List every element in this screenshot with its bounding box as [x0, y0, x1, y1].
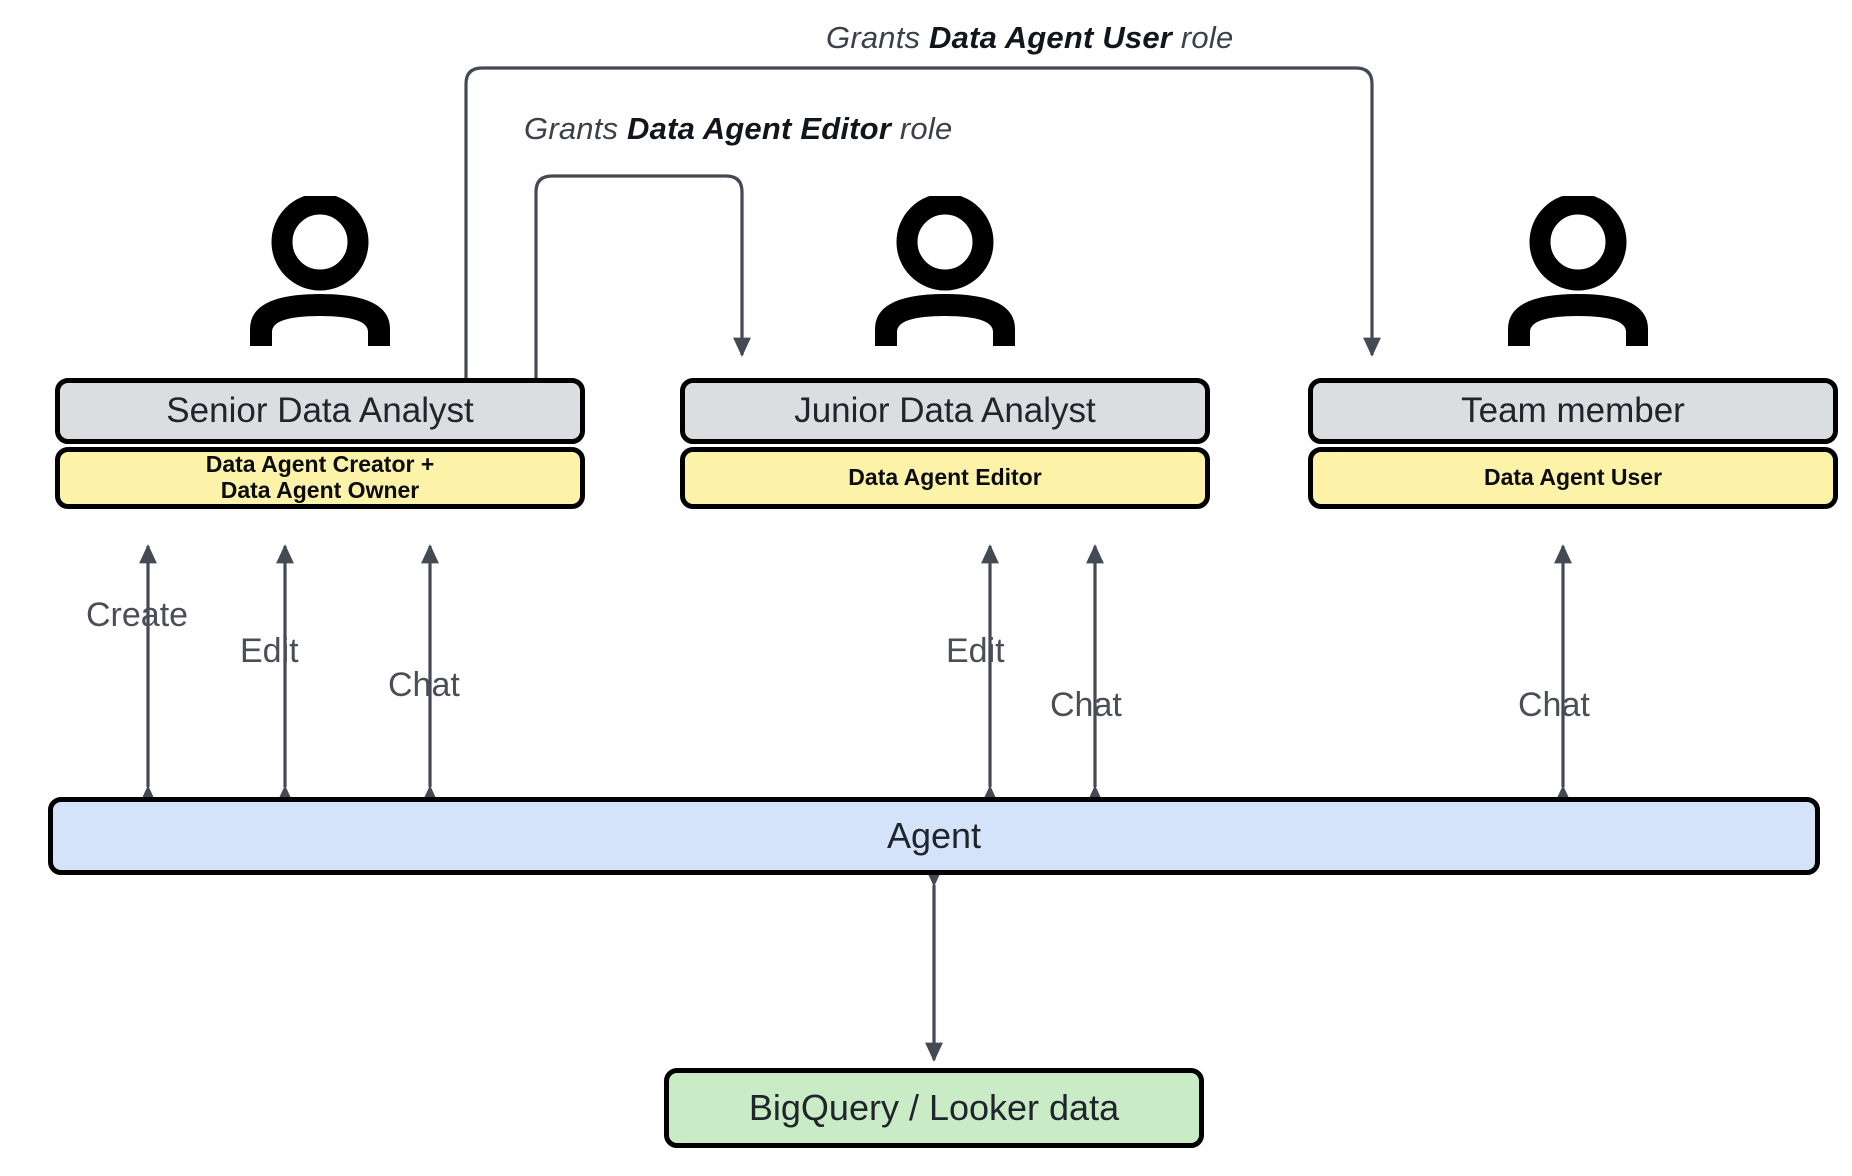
permission-badge-team-member: Data Agent User — [1308, 447, 1838, 509]
grant-user-suffix: role — [1172, 20, 1234, 55]
person-icon — [865, 193, 1025, 346]
flow-label-senior-create: Create — [86, 596, 189, 634]
connector-grant-editor — [534, 174, 751, 380]
permission-line: Data Agent Creator + — [205, 451, 435, 478]
flow-label-junior-chat: Chat — [1050, 686, 1122, 724]
grant-user-prefix: Grants — [826, 20, 930, 55]
actor-senior-data-analyst[interactable]: Senior Data Analyst Data Agent Creator +… — [55, 378, 585, 509]
grant-editor-role: Data Agent Editor — [627, 111, 892, 146]
actor-junior-data-analyst[interactable]: Junior Data Analyst Data Agent Editor — [680, 378, 1210, 509]
grant-user-label: Grants Data Agent User role — [826, 20, 1233, 56]
flow-label-senior-edit: Edit — [240, 632, 299, 670]
permission-line: Data Agent Owner — [220, 477, 420, 503]
grant-editor-prefix: Grants — [524, 111, 628, 146]
flow-label-senior-chat: Chat — [388, 666, 460, 704]
person-icon — [240, 193, 400, 346]
actor-title-senior: Senior Data Analyst — [55, 378, 585, 444]
agent-box[interactable]: Agent — [48, 797, 1820, 875]
grant-user-role: Data Agent User — [929, 20, 1173, 55]
actor-title-junior: Junior Data Analyst — [680, 378, 1210, 444]
grant-editor-suffix: role — [891, 111, 953, 146]
grant-editor-label: Grants Data Agent Editor role — [524, 111, 952, 147]
actor-title-team-member: Team member — [1308, 378, 1838, 444]
data-store-box[interactable]: BigQuery / Looker data — [664, 1068, 1204, 1148]
permission-badge-senior: Data Agent Creator + Data Agent Owner — [55, 447, 585, 509]
permission-badge-junior: Data Agent Editor — [680, 447, 1210, 509]
person-icon — [1498, 193, 1658, 346]
flow-label-junior-edit: Edit — [946, 632, 1005, 670]
actor-team-member[interactable]: Team member Data Agent User — [1308, 378, 1838, 509]
flow-label-team-chat: Chat — [1518, 686, 1590, 724]
